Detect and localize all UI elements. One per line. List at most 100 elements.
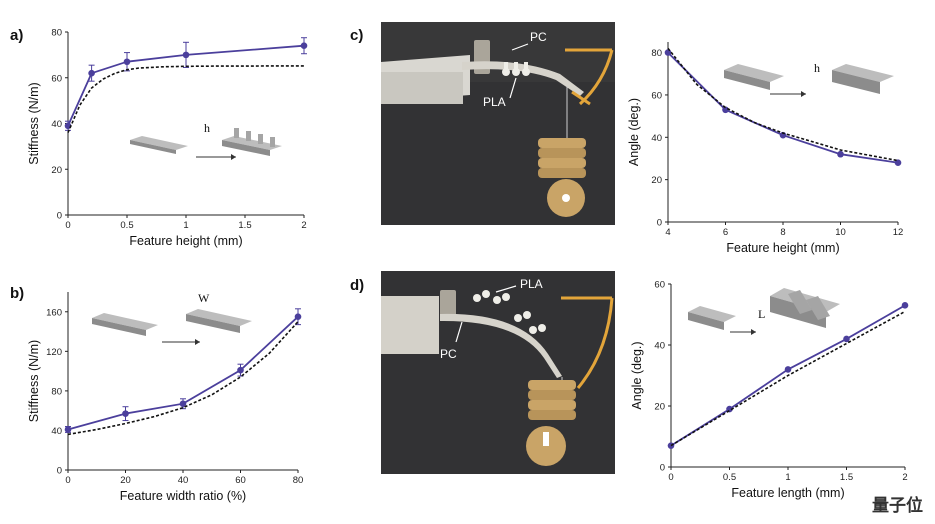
- y-tick-label-d: 20: [654, 402, 665, 413]
- y-axis-title-c: Angle (deg.): [627, 98, 641, 166]
- y-tick-label-a: 40: [51, 119, 62, 130]
- series-line-b: [67, 316, 299, 431]
- data-point-b: [179, 400, 187, 408]
- fit-line-c: [667, 47, 899, 162]
- x-tick-label-a: 2: [301, 220, 306, 231]
- photo-c-weights: [538, 138, 586, 217]
- photo-d-angle-marker: [561, 296, 614, 389]
- x-tick-label-b: 20: [120, 475, 131, 486]
- inset-d-arrow-head: [751, 329, 756, 335]
- inset-a-arrow-head: [231, 154, 236, 160]
- y-tick-label-b: 40: [51, 426, 62, 437]
- photo-c-clamp-body: [381, 72, 463, 104]
- inset-d: L: [688, 288, 840, 335]
- panel-label-c: c): [350, 27, 363, 44]
- y-axis-title-a: Stiffness (N/m): [27, 82, 41, 164]
- data-point-c: [722, 106, 729, 114]
- x-tick-label-c: 12: [893, 227, 904, 238]
- watermark: 量子位: [872, 496, 923, 516]
- photo-c-arrow-pla: [509, 77, 517, 99]
- y-tick-label-c: 20: [651, 175, 662, 186]
- photo-c-beam: [462, 61, 584, 96]
- data-point-a: [123, 58, 131, 66]
- inset-b: W: [92, 291, 252, 345]
- x-tick-label-d: 1: [785, 472, 790, 483]
- x-tick-label-d: 1.5: [840, 472, 853, 483]
- photo-c-angle-marker: [565, 48, 614, 106]
- x-tick-label-a: 1: [183, 220, 188, 231]
- x-tick-label-b: 40: [178, 475, 189, 486]
- data-point-d: [843, 335, 850, 343]
- photo-c: PC PLA: [381, 22, 615, 225]
- photo-d-label-pla: PLA: [520, 277, 543, 291]
- y-tick-label-a: 60: [51, 73, 62, 84]
- y-tick-label-d: 60: [654, 280, 665, 291]
- data-point-b: [122, 410, 129, 417]
- fit-line-d: [670, 310, 906, 447]
- fit-line-a: [67, 65, 304, 133]
- photo-d-arrow-pla: [495, 285, 517, 293]
- x-tick-label-d: 0.5: [723, 472, 736, 483]
- inset-d-strip-long: [770, 288, 840, 328]
- data-point-b: [294, 313, 302, 321]
- y-tick-label-a: 80: [51, 28, 62, 39]
- inset-b-strip-narrow: [92, 313, 158, 336]
- data-point-d: [667, 442, 675, 449]
- photo-d-clamp: [381, 296, 439, 354]
- data-point-c: [837, 150, 844, 158]
- y-tick-label-a: 0: [57, 211, 62, 222]
- inset-b-arrow-head: [195, 339, 200, 345]
- x-tick-label-d: 0: [668, 472, 673, 483]
- data-point-d: [901, 302, 909, 309]
- inset-c-arrow-head: [801, 91, 806, 97]
- x-tick-label-c: 8: [780, 227, 785, 238]
- panel-label-b: b): [10, 285, 24, 302]
- x-tick-label-b: 0: [65, 475, 70, 486]
- photo-d-bolt: [440, 290, 456, 320]
- inset-d-strip-short: [688, 306, 736, 330]
- photo-d: PLA PC: [381, 271, 615, 474]
- y-tick-label-c: 60: [651, 90, 662, 101]
- data-point-b: [64, 426, 72, 433]
- x-axis-title-a: Feature height (mm): [129, 234, 242, 248]
- inset-b-label: W: [198, 291, 210, 305]
- y-axis-title-b: Stiffness (N/m): [27, 340, 41, 422]
- x-tick-label-c: 4: [665, 227, 670, 238]
- inset-a-strip-flat: [130, 136, 188, 154]
- panel-label-a: a): [10, 27, 23, 44]
- data-point-a: [182, 51, 190, 59]
- x-tick-label-c: 6: [723, 227, 728, 238]
- inset-c-strip-tall: [832, 64, 894, 94]
- x-axis-title-c: Feature height (mm): [726, 241, 839, 255]
- inset-c-label: h: [814, 61, 820, 75]
- x-tick-label-a: 1.5: [238, 220, 251, 231]
- inset-a-label: h: [204, 121, 210, 135]
- photo-d-pla-features: [473, 290, 546, 334]
- x-tick-label-a: 0.5: [120, 220, 133, 231]
- inset-c-strip-short: [724, 64, 784, 90]
- fit-line-b: [67, 321, 299, 436]
- inset-d-label: L: [758, 307, 765, 321]
- y-tick-label-d: 0: [660, 463, 665, 474]
- photo-d-label-pc: PC: [440, 347, 457, 361]
- y-tick-label-b: 0: [57, 466, 62, 477]
- data-point-d: [784, 366, 792, 373]
- inset-a-strip-ridged: [222, 128, 282, 156]
- y-tick-label-b: 160: [46, 307, 62, 318]
- inset-a: h: [130, 121, 282, 160]
- x-tick-label-b: 60: [235, 475, 246, 486]
- panel-label-d: d): [350, 277, 364, 294]
- y-tick-label-c: 0: [657, 218, 662, 229]
- photo-c-label-pla: PLA: [483, 95, 506, 109]
- y-tick-label-c: 40: [651, 133, 662, 144]
- y-tick-label-b: 80: [51, 386, 62, 397]
- inset-c: h: [724, 61, 894, 97]
- data-point-a: [300, 42, 308, 50]
- data-point-a: [88, 69, 95, 77]
- photo-c-pla-features: [502, 62, 530, 76]
